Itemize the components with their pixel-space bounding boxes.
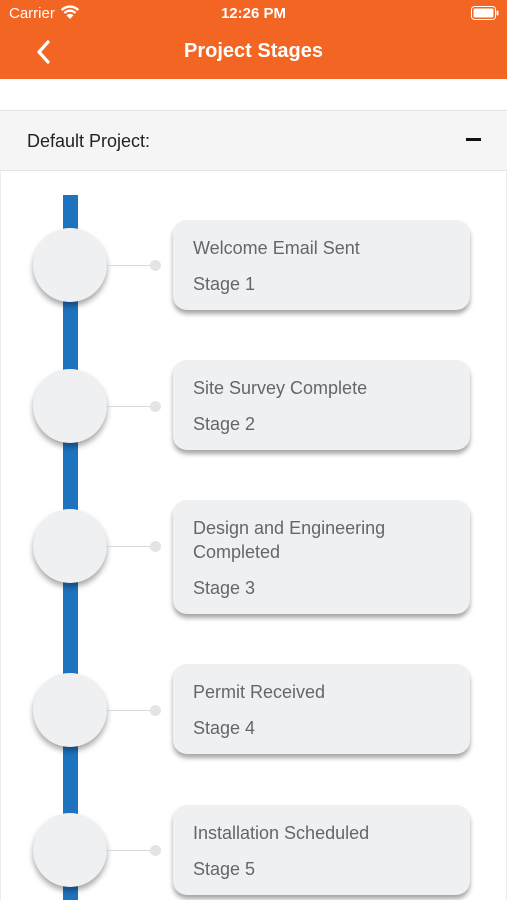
timeline-connector [106, 406, 152, 407]
connector-dot [150, 705, 161, 716]
stage-label: Stage 4 [193, 718, 256, 738]
stage-label: Stage 5 [193, 859, 256, 879]
stage-label: Stage 2 [193, 414, 256, 434]
stage-label: Stage 3 [193, 578, 256, 598]
timeline-connector [106, 265, 152, 266]
timeline-connector [106, 546, 152, 547]
project-section-title: Default Project: [27, 131, 151, 151]
stage-title: Welcome Email Sent [193, 238, 360, 258]
connector-dot [150, 541, 161, 552]
timeline-node [33, 369, 107, 443]
connector-dot [150, 260, 161, 271]
stage-card[interactable]: Permit Received Stage 4 [173, 664, 470, 754]
back-button[interactable] [30, 36, 58, 68]
timeline-node [33, 228, 107, 302]
stage-card[interactable]: Design and Engineering Completed Stage 3 [173, 500, 470, 614]
stage-card[interactable]: Site Survey Complete Stage 2 [173, 360, 470, 450]
stage-label: Stage 1 [193, 274, 256, 294]
navigation-header: Carrier 12:26 PM Project Stages [0, 0, 507, 79]
stage-title: Permit Received [193, 682, 326, 702]
stage-card[interactable]: Welcome Email Sent Stage 1 [173, 220, 470, 310]
connector-dot [150, 845, 161, 856]
page-title: Project Stages [184, 40, 323, 62]
timeline-node [33, 673, 107, 747]
timeline-node [33, 813, 107, 887]
timeline-connector [106, 710, 152, 711]
collapse-icon[interactable] [466, 138, 481, 141]
status-bar: Carrier 12:26 PM [0, 0, 507, 28]
wifi-icon [60, 5, 80, 19]
timeline-connector [106, 850, 152, 851]
timeline-node [33, 509, 107, 583]
stage-title: Design and Engineering Completed [193, 518, 386, 562]
stage-card[interactable]: Installation Scheduled Stage 5 [173, 805, 470, 895]
carrier-label: Carrier [9, 5, 55, 22]
connector-dot [150, 401, 161, 412]
battery-icon [471, 6, 499, 20]
status-time: 12:26 PM [220, 5, 287, 22]
stage-title: Site Survey Complete [193, 378, 368, 398]
stage-title: Installation Scheduled [193, 823, 370, 843]
project-section-header[interactable]: Default Project: [0, 110, 507, 171]
